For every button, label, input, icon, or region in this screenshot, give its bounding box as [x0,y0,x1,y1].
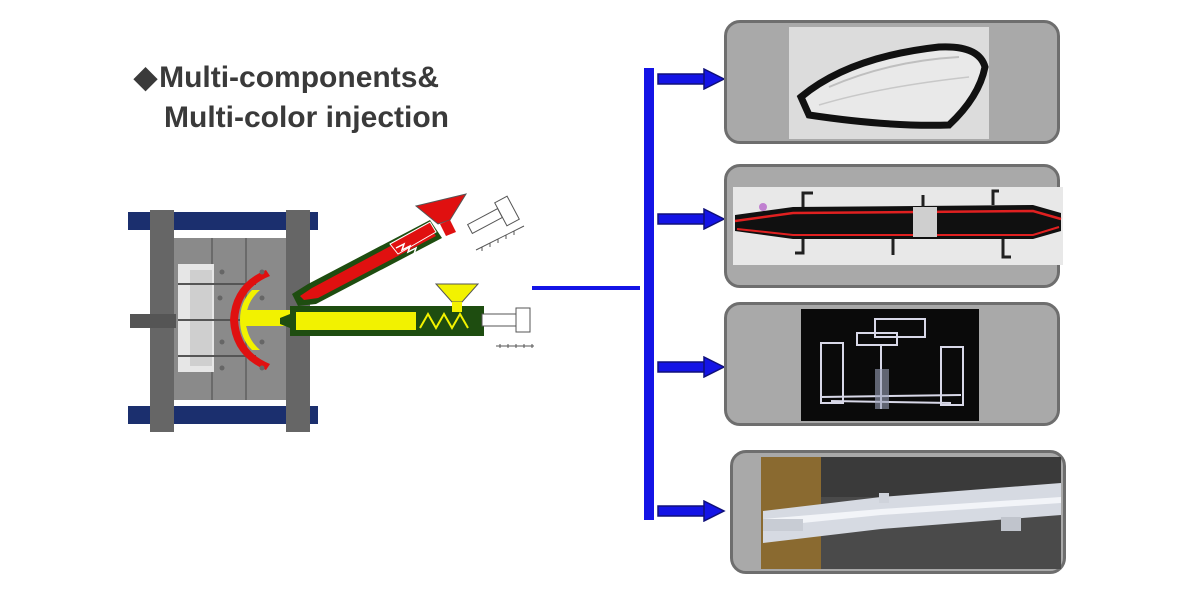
arrow-right-icon [657,208,726,230]
product-panel-clear-part [724,302,1060,426]
yellow-injection-unit [280,283,534,348]
red-hopper-icon [414,193,468,225]
injection-mold-diagram [128,193,534,432]
ejector-rod [130,314,176,328]
red-injection-unit [292,193,525,306]
product-panel-bezel [730,450,1066,574]
tie-bar-top [128,212,318,230]
clear-part-image [801,309,979,421]
distribution-bus [644,68,654,520]
yellow-hopper-icon [434,283,480,303]
connector-line [532,286,640,290]
arrow-right-icon [657,68,726,90]
yellow-part-core [240,290,260,350]
bezel-part-image [761,457,1061,569]
tie-bar-bottom [128,406,318,424]
red-part-shell [230,270,270,370]
product-panel-headlamp-lens [724,20,1060,144]
product-panel-trim-strip [724,164,1063,288]
headlamp-lens-image [789,27,989,139]
arrow-right-icon [657,500,726,522]
title: ◆Multi-components& Multi-color injection [134,58,449,138]
arrow-right-icon [657,356,726,378]
diamond-bullet-icon: ◆ [134,61,158,94]
title-line-1: Multi-components& [159,61,440,94]
trim-strip-image [733,187,1063,265]
title-line-2: Multi-color injection [164,101,449,134]
